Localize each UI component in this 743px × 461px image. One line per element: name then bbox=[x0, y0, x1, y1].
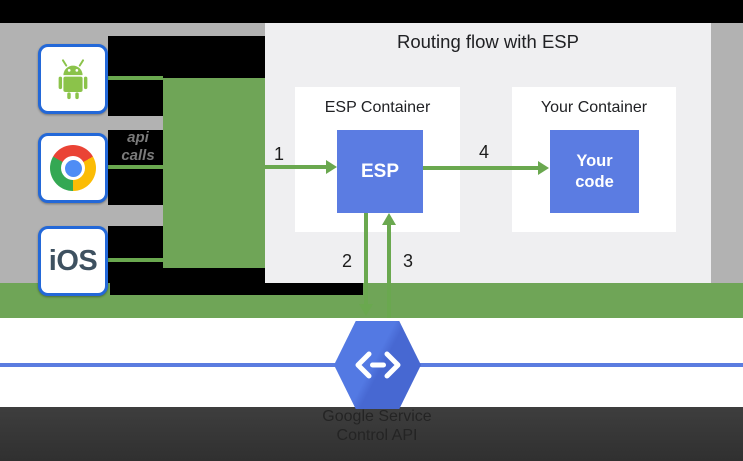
code-brackets-icon bbox=[355, 351, 400, 379]
esp-container-label: ESP Container bbox=[324, 99, 431, 116]
green-vertical-bar bbox=[163, 78, 265, 268]
right-gray-column bbox=[711, 23, 743, 283]
routing-panel: Routing flow with ESP ESP Container ESP … bbox=[265, 23, 711, 283]
arrow-1-head-icon bbox=[326, 160, 337, 174]
api-calls-line2: calls bbox=[121, 147, 155, 164]
endpoints-caption-line1: Google Service bbox=[322, 408, 432, 425]
transparent-patch bbox=[108, 80, 163, 116]
endpoints-caption-line2: Control API bbox=[336, 427, 418, 444]
arrow-3-line bbox=[387, 224, 391, 318]
android-device-box bbox=[38, 44, 108, 114]
chrome-connector-line bbox=[105, 165, 163, 169]
api-calls-line1: api bbox=[127, 129, 149, 146]
your-code-line1: Your bbox=[576, 151, 613, 170]
panel-title: Routing flow with ESP bbox=[396, 31, 579, 52]
your-code-line2: code bbox=[575, 172, 614, 191]
transparent-patch bbox=[108, 36, 265, 78]
chrome-device-box bbox=[38, 133, 108, 203]
step-2-label: 2 bbox=[342, 251, 353, 271]
esp-box-label: ESP bbox=[360, 160, 400, 182]
your-container-label: Your Container bbox=[540, 99, 648, 116]
esp-box: ESP bbox=[337, 130, 423, 213]
step-3-label: 3 bbox=[403, 251, 414, 271]
android-icon bbox=[58, 59, 88, 100]
android-connector-line bbox=[105, 76, 163, 80]
top-gray-strip bbox=[163, 23, 265, 36]
api-calls-label: api calls bbox=[110, 129, 166, 165]
ios-label: iOS bbox=[48, 244, 98, 277]
your-code-box: Your code bbox=[550, 130, 639, 213]
footer-band bbox=[0, 407, 743, 461]
ios-connector-line bbox=[105, 258, 163, 262]
step-1-label: 1 bbox=[274, 144, 285, 164]
arrow-1-line bbox=[265, 165, 328, 169]
ios-device-box: iOS bbox=[38, 226, 108, 296]
endpoints-caption: Google Service Control API bbox=[257, 407, 497, 445]
arrow-4-line bbox=[423, 166, 538, 170]
arrow-4-head-icon bbox=[538, 161, 549, 175]
arrow-2-head-icon bbox=[359, 304, 373, 316]
chrome-icon bbox=[50, 145, 96, 191]
arrow-2-line bbox=[364, 213, 368, 306]
step-4-label: 4 bbox=[479, 142, 490, 162]
arrow-3-head-icon bbox=[382, 213, 396, 225]
